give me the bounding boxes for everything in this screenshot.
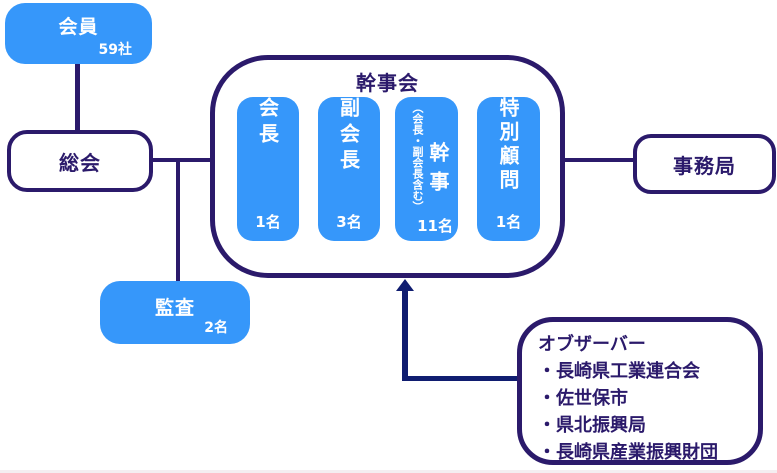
observer-item: ・県北振興局 [538, 415, 646, 436]
vice-chairman-count: 3名 [336, 213, 362, 231]
executive-board-title: 幹事会 [356, 71, 419, 95]
member-box: 会員 59社 [5, 3, 152, 64]
observer-arrow-vertical [402, 289, 408, 381]
secretary-count: 11名 [417, 217, 453, 235]
bottom-edge-strip [0, 470, 777, 473]
chairman-count: 1名 [255, 213, 281, 231]
observer-item: ・佐世保市 [538, 388, 628, 409]
secretariat-box: 事務局 [633, 134, 776, 194]
secretary-label: 幹事 [426, 142, 450, 200]
observer-title: オブザーバー [538, 334, 646, 355]
general-meeting-label: 総会 [59, 150, 101, 175]
special-advisor-count: 1名 [495, 213, 522, 231]
chairman-label: 会長 [255, 97, 280, 149]
general-meeting-box: 総会 [7, 130, 153, 192]
audit-count: 2名 [204, 320, 228, 336]
connector-branch-to-audit [176, 158, 180, 282]
observer-item: ・長崎県工業連合会 [538, 361, 700, 382]
position-pill-special-advisor: 特別顧問 1名 [477, 97, 540, 241]
position-pill-chairman: 会長 1名 [237, 97, 299, 241]
member-label: 会員 [58, 16, 99, 38]
secretary-note: （会長・副会長含む） [411, 102, 424, 212]
observer-arrow-horizontal [402, 376, 517, 381]
audit-box: 監査 2名 [100, 281, 250, 344]
secretariat-label: 事務局 [673, 153, 736, 178]
arrow-up-head-icon [396, 279, 414, 291]
position-pill-vice-chairman: 副会長 3名 [318, 97, 380, 241]
vice-chairman-label: 副会長 [336, 97, 361, 175]
member-count: 59社 [98, 42, 132, 58]
connector-general-meeting-to-board [152, 158, 212, 162]
special-advisor-label: 特別顧問 [496, 97, 520, 193]
connector-member-to-general-meeting [75, 63, 80, 131]
observer-item: ・長崎県産業振興財団 [538, 442, 718, 463]
audit-label: 監査 [154, 297, 195, 319]
observer-box: オブザーバー ・長崎県工業連合会 ・佐世保市 ・県北振興局 ・長崎県産業振興財団 [517, 317, 763, 465]
connector-board-to-secretariat [564, 158, 634, 162]
secretary-vertical-text: 幹事 （会長・副会長含む） [395, 101, 453, 241]
position-pill-secretary: 幹事 （会長・副会長含む） 11名 [395, 97, 458, 241]
